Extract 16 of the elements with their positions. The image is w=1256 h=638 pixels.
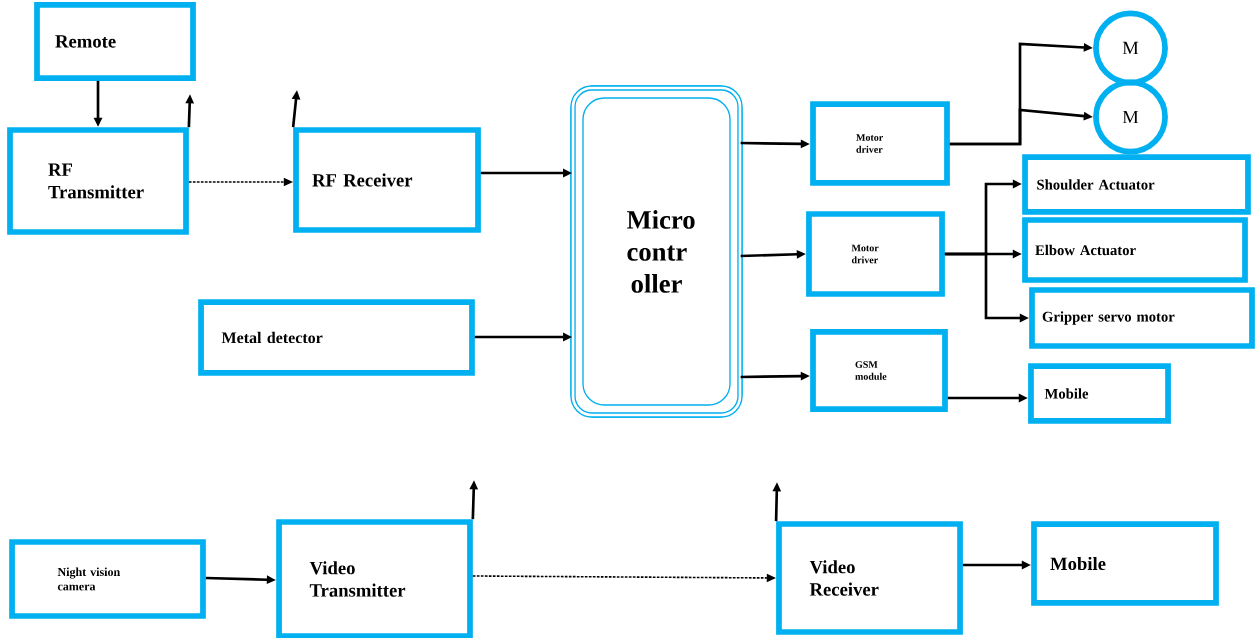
block-box: Metal detector (198, 299, 475, 376)
block-box: Elbow Actuator (1022, 217, 1248, 283)
block-box: Motor driver (810, 101, 950, 186)
block-box: Video Transmitter (276, 519, 473, 638)
controller-box: Micro contr oller (570, 85, 743, 418)
block-box: Shoulder Actuator (1022, 154, 1251, 215)
block-box: Night vision camera (9, 539, 206, 619)
block-box: Motor driver (806, 211, 945, 297)
block-box: Gripper servo motor (1029, 287, 1255, 349)
block-box: RF Transmitter (7, 127, 189, 235)
block-box: Remote (34, 2, 196, 81)
block-box: Video Receiver (776, 521, 963, 635)
block-box: Mobile (1028, 363, 1171, 424)
block-box: GSM module (810, 329, 948, 412)
block-box: RF Receiver (293, 127, 481, 233)
block-box: Mobile (1031, 521, 1219, 606)
